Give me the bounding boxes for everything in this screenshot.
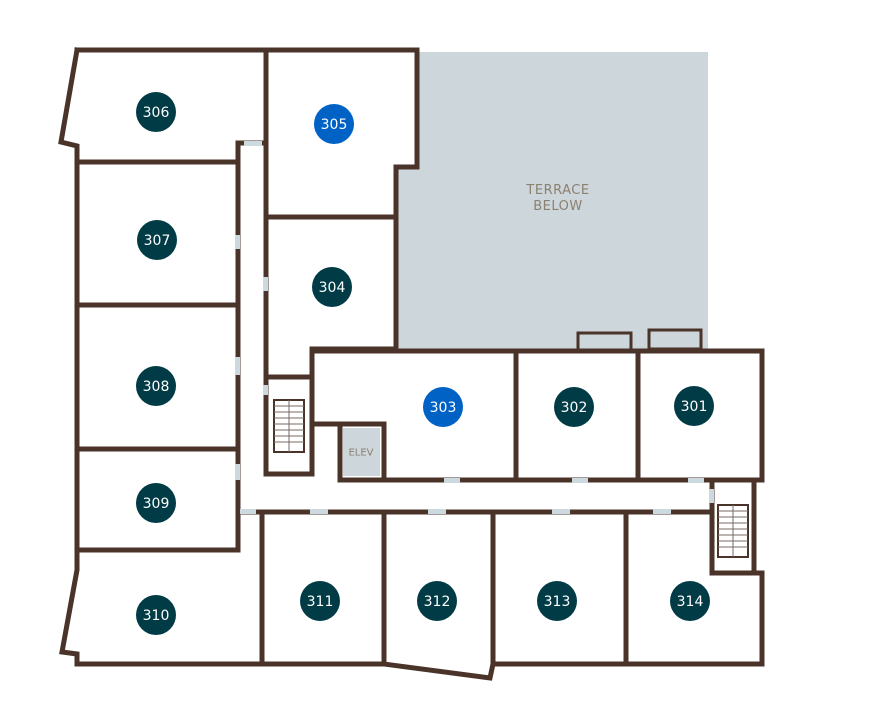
terrace-label-line2: BELOW bbox=[533, 199, 583, 214]
unit-314-marker[interactable]: 314 bbox=[670, 581, 710, 621]
svg-text:312: 312 bbox=[424, 594, 451, 610]
svg-text:306: 306 bbox=[143, 105, 170, 121]
stair-left bbox=[273, 399, 305, 453]
svg-text:301: 301 bbox=[681, 399, 708, 415]
svg-text:305: 305 bbox=[321, 117, 348, 133]
svg-text:304: 304 bbox=[319, 280, 346, 296]
doorways bbox=[235, 141, 714, 514]
unit-313-marker[interactable]: 313 bbox=[537, 581, 577, 621]
svg-text:308: 308 bbox=[143, 379, 170, 395]
svg-text:311: 311 bbox=[307, 594, 334, 610]
unit-303-marker[interactable]: 303 bbox=[423, 387, 463, 427]
unit-302-marker[interactable]: 302 bbox=[554, 387, 594, 427]
unit-307-marker[interactable]: 307 bbox=[137, 220, 177, 260]
terrace-label-line1: TERRACE bbox=[525, 183, 589, 198]
svg-text:302: 302 bbox=[561, 400, 588, 416]
unit-309-marker[interactable]: 309 bbox=[136, 483, 176, 523]
svg-text:309: 309 bbox=[143, 496, 170, 512]
unit-308-marker[interactable]: 308 bbox=[136, 366, 176, 406]
unit-311-marker[interactable]: 311 bbox=[300, 581, 340, 621]
svg-text:314: 314 bbox=[677, 594, 704, 610]
unit-301-marker[interactable]: 301 bbox=[674, 386, 714, 426]
svg-text:303: 303 bbox=[430, 400, 457, 416]
svg-text:310: 310 bbox=[143, 608, 170, 624]
corridors bbox=[238, 143, 758, 513]
terrace-area: TERRACE BELOW bbox=[396, 52, 708, 349]
unit-304-marker[interactable]: 304 bbox=[312, 267, 352, 307]
stair-right bbox=[717, 504, 749, 558]
svg-text:313: 313 bbox=[544, 594, 571, 610]
unit-306-marker[interactable]: 306 bbox=[136, 92, 176, 132]
unit-markers: 301 302 303 304 305 306 307 308 309 310 … bbox=[136, 92, 714, 635]
unit-310-marker[interactable]: 310 bbox=[136, 595, 176, 635]
elevator-label: ELEV bbox=[348, 448, 373, 459]
svg-text:307: 307 bbox=[144, 233, 171, 249]
unit-312-marker[interactable]: 312 bbox=[417, 581, 457, 621]
unit-305-marker[interactable]: 305 bbox=[314, 104, 354, 144]
elevator: ELEV bbox=[343, 428, 380, 476]
